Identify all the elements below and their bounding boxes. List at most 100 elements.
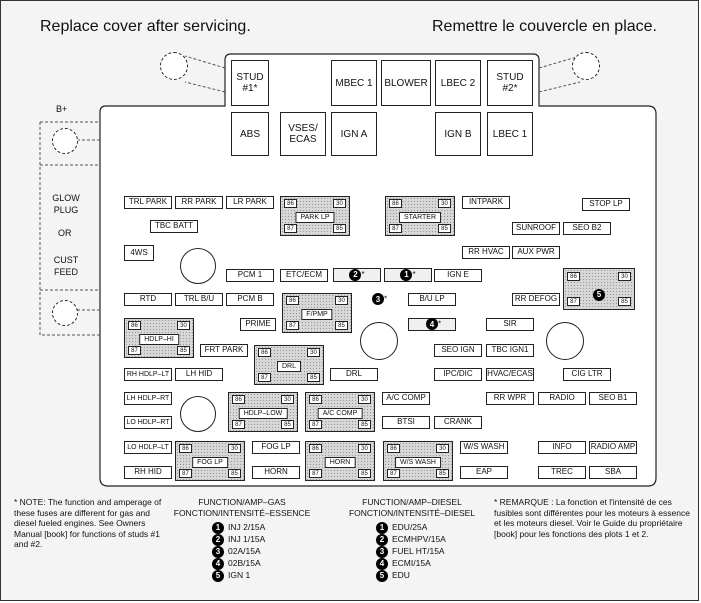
stud-2: STUD #2* <box>487 60 533 106</box>
note-french: * REMARQUE : La fonction et l'intensité … <box>494 497 690 539</box>
mount-bolt-lower-icon <box>52 300 78 326</box>
ign-b: IGN B <box>435 112 481 156</box>
or-label: OR <box>58 228 72 238</box>
fuse-etc-ecm: ETC/ECM <box>280 269 328 282</box>
fuse-tbc-ign1: TBC IGN1 <box>486 344 534 357</box>
gas-heading-2: FONCTION/INTENSITÉ–ESSENCE <box>173 508 311 518</box>
fuse-btsi: BTSI <box>382 416 430 429</box>
fuse-slot-1: 1* <box>384 268 432 282</box>
mount-bolt-left-icon <box>160 52 188 80</box>
fuse-lo-hdlp-rt: LO HDLP–RT <box>124 416 172 429</box>
fuse-tbc-batt: TBC BATT <box>150 220 198 233</box>
lbec-2: LBEC 2 <box>435 60 481 106</box>
fuse-rr-park: RR PARK <box>175 196 223 209</box>
gas-heading-1: FUNCTION/AMP–GAS <box>198 497 286 507</box>
fuse-ipc-dic: IPC/DIC <box>434 368 482 381</box>
mount-bolt-right-icon <box>572 52 600 80</box>
fuse-horn: HORN <box>252 466 300 479</box>
ign-a: IGN A <box>331 112 377 156</box>
fuse-prime: PRIME <box>240 318 276 331</box>
fuse-seo-b1: SEO B1 <box>589 392 637 405</box>
fuse-pcm-1: PCM 1 <box>226 269 274 282</box>
fuse-seo-ign: SEO IGN <box>434 344 482 357</box>
fuse-slot-4-label: 4* <box>426 318 441 330</box>
lbec-1: LBEC 1 <box>487 112 533 156</box>
b-plus-label: B+ <box>56 104 68 114</box>
fuse-seo-b2: SEO B2 <box>563 222 611 235</box>
marker-2: 2 <box>349 269 362 281</box>
marker-4: 4 <box>426 318 438 330</box>
header-right: Remettre le couvercle en place. <box>432 18 657 35</box>
fuse-rh-hdlp-lt: RH HDLP–LT <box>124 368 172 381</box>
fuse-sunroof: SUNROOF <box>512 222 560 235</box>
fuse-lr-park: LR PARK <box>226 196 274 209</box>
marker-3: 3 <box>372 293 384 305</box>
mbec-1: MBEC 1 <box>331 60 377 106</box>
fuse-stop-lp: STOP LP <box>582 198 630 211</box>
fuse-slot-3: 3* <box>372 293 387 305</box>
fuse-frt-park: FRT PARK <box>200 344 248 357</box>
connector-round-4-icon <box>180 396 216 432</box>
fuse-ws-wash: W/S WASH <box>460 441 508 454</box>
stud-1: STUD #1* <box>231 60 269 106</box>
fuse-lh-hid: LH HID <box>175 368 223 381</box>
fuse-lo-hdlp-lt: LO HDLP–LT <box>124 441 172 454</box>
fuse-bu-lp: B/U LP <box>408 293 456 306</box>
fuse-trl-bu: TRL B/U <box>175 293 223 306</box>
connector-round-2-icon <box>360 322 398 360</box>
glow-plug-label: GLOW PLUG <box>52 193 80 215</box>
fuse-cig-ltr: CIG LTR <box>563 368 611 381</box>
fuse-aux-pwr: AUX PWR <box>512 246 560 259</box>
fuse-radio: RADIO <box>538 392 586 405</box>
fuse-radio-amp: RADIO AMP <box>589 441 637 454</box>
marker-5: 5 <box>593 284 605 302</box>
diesel-heading-1: FUNCTION/AMP–DIESEL <box>362 497 462 507</box>
fuse-drl: DRL <box>330 368 378 381</box>
connector-round-3-icon <box>546 322 584 360</box>
fuse-sir: SIR <box>486 318 534 331</box>
fuse-ign-e: IGN E <box>434 269 482 282</box>
fuse-4ws: 4WS <box>124 245 154 261</box>
vses-ecas: VSES/ ECAS <box>280 112 326 156</box>
fuse-rr-wpr: RR WPR <box>486 392 534 405</box>
fuse-intpark: INTPARK <box>462 196 510 209</box>
note-english: * NOTE: The function and amperage of the… <box>14 497 162 549</box>
fuse-fog-lp: FOG LP <box>252 441 300 454</box>
fuse-crank: CRANK <box>434 416 482 429</box>
fuse-info: INFO <box>538 441 586 454</box>
marker-1: 1 <box>400 269 413 281</box>
fuse-pcm-b: PCM B <box>226 293 274 306</box>
b-plus-stud-icon <box>52 128 78 154</box>
cust-feed-label: CUST FEED <box>53 255 79 277</box>
diesel-heading-2: FONCTION/INTENSITÉ–DIESEL <box>348 508 476 518</box>
fuse-rh-hid: RH HID <box>124 466 172 479</box>
fuse-rr-hvac: RR HVAC <box>462 246 510 259</box>
fuse-slot-2: 2* <box>333 268 381 282</box>
fuse-rr-defog: RR DEFOG <box>512 293 560 306</box>
blower: BLOWER <box>381 60 431 106</box>
header-left: Replace cover after servicing. <box>40 18 251 35</box>
fuse-ac-comp: A/C COMP <box>382 392 430 405</box>
